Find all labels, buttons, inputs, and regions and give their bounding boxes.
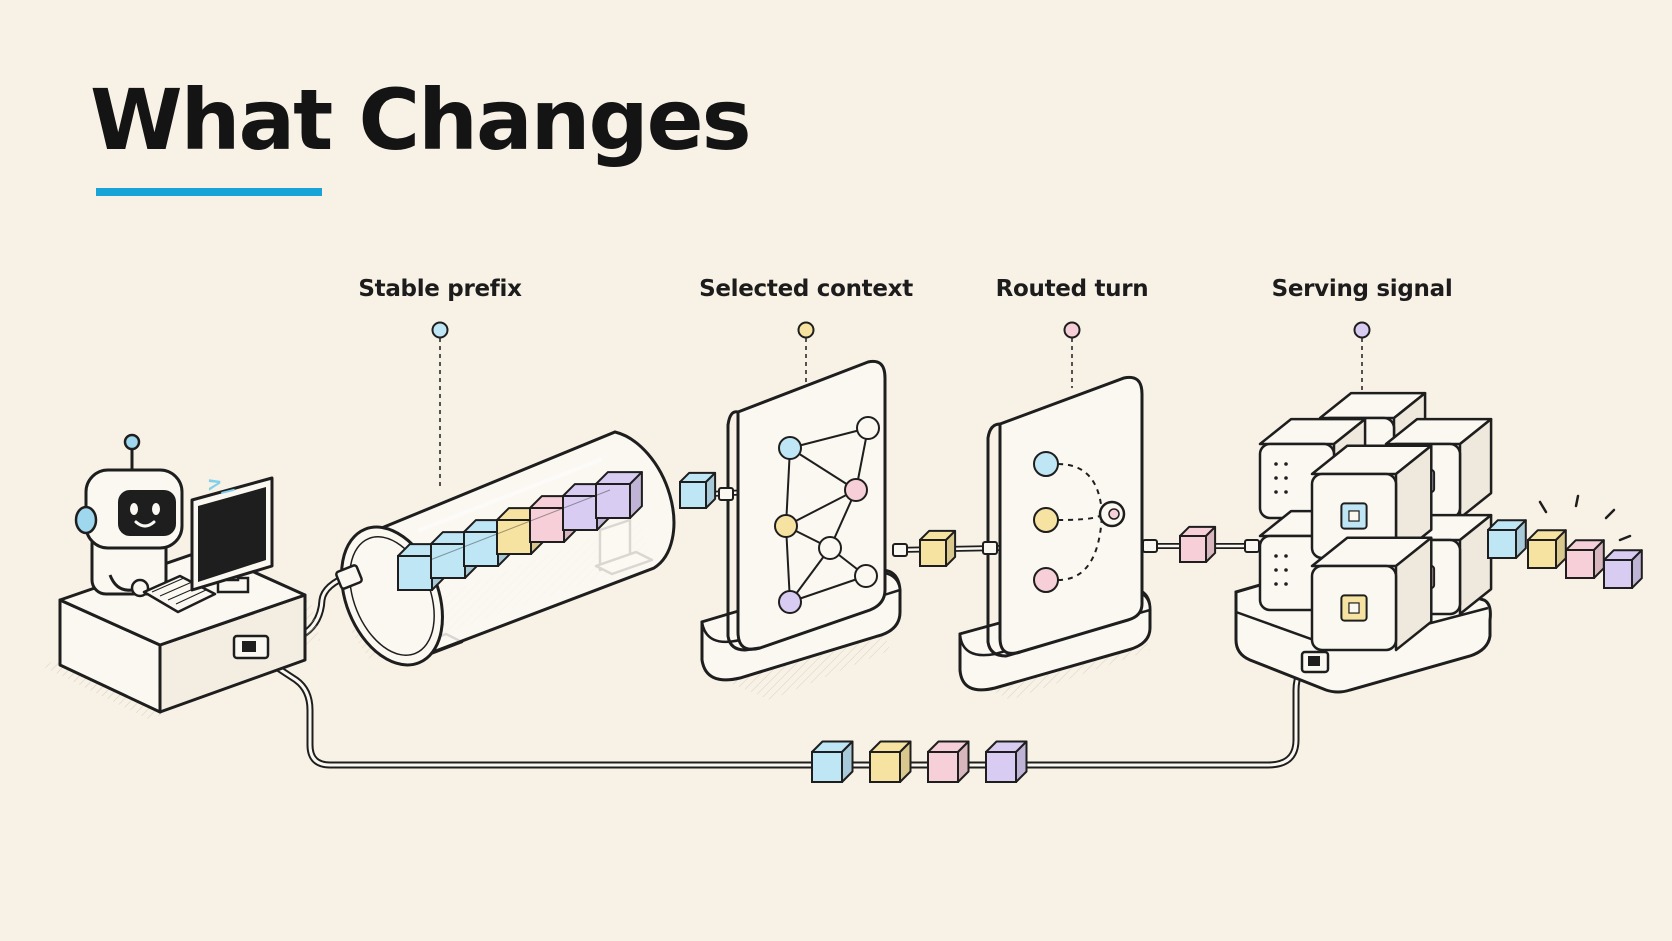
prefix-token-cubes — [397, 471, 643, 591]
stage-dot — [1063, 321, 1081, 339]
stable-prefix-cylinder — [335, 430, 676, 667]
return-token-cube — [985, 740, 1028, 783]
graph-edge — [785, 525, 791, 603]
title-underline — [96, 188, 322, 196]
graph-node — [854, 564, 878, 588]
cable-plug — [1142, 539, 1158, 553]
graph-node — [818, 536, 842, 560]
stage-dot — [431, 321, 449, 339]
routed-turn-panel — [955, 375, 1152, 700]
graph-node — [856, 416, 880, 440]
token-cube — [1179, 525, 1217, 563]
routing-icon — [1033, 451, 1126, 593]
page-title: What Changes — [90, 71, 752, 169]
graph-edge — [789, 575, 867, 603]
route-path — [1057, 463, 1103, 515]
graph-edge — [785, 447, 791, 527]
stage-label-serving-signal: Serving signal — [1271, 276, 1453, 302]
token-cube — [1487, 519, 1527, 559]
token-cube — [1527, 529, 1567, 569]
selected-context-panel — [700, 359, 902, 700]
stage-label-routed-turn: Routed turn — [995, 276, 1149, 302]
graph-edge — [789, 447, 857, 491]
output-sparkle-icon — [1538, 494, 1632, 542]
cable-plug — [982, 541, 998, 555]
cable-plug — [892, 543, 908, 557]
robot-icon — [74, 433, 184, 598]
stage-dot — [797, 321, 815, 339]
token-cube — [1565, 539, 1605, 579]
return-token-cube — [869, 740, 912, 783]
graph-edge — [785, 489, 857, 527]
graph-node — [778, 590, 802, 614]
route-input-node — [1033, 567, 1059, 593]
token-cube — [919, 529, 957, 567]
token-cube — [679, 471, 717, 509]
terminal-monitor-icon: >_ — [190, 466, 274, 594]
route-input-node — [1033, 507, 1059, 533]
return-token-cube — [811, 740, 854, 783]
cube-cluster-icon — [1258, 391, 1493, 652]
token-cubes — [679, 471, 1643, 783]
cable-plug — [718, 487, 734, 501]
return-token-cube — [927, 740, 970, 783]
robot-workstation: >_ — [40, 433, 320, 720]
prefix-token-cube — [595, 471, 643, 519]
stage-dot — [1353, 321, 1371, 339]
token-cube — [1603, 549, 1643, 589]
graph-node — [774, 514, 798, 538]
context-graph-icon — [774, 416, 880, 614]
cluster-cube-front-bottom — [1310, 536, 1433, 652]
stage-label-stable-prefix: Stable prefix — [358, 276, 522, 302]
stage-pointers — [431, 321, 1371, 488]
graph-edge — [789, 427, 869, 449]
route-input-node — [1033, 451, 1059, 477]
cable-plug — [1244, 539, 1260, 553]
graph-node — [844, 478, 868, 502]
graph-node — [778, 436, 802, 460]
serving-signal-cluster — [1234, 391, 1493, 694]
stage-label-selected-context: Selected context — [699, 276, 913, 302]
